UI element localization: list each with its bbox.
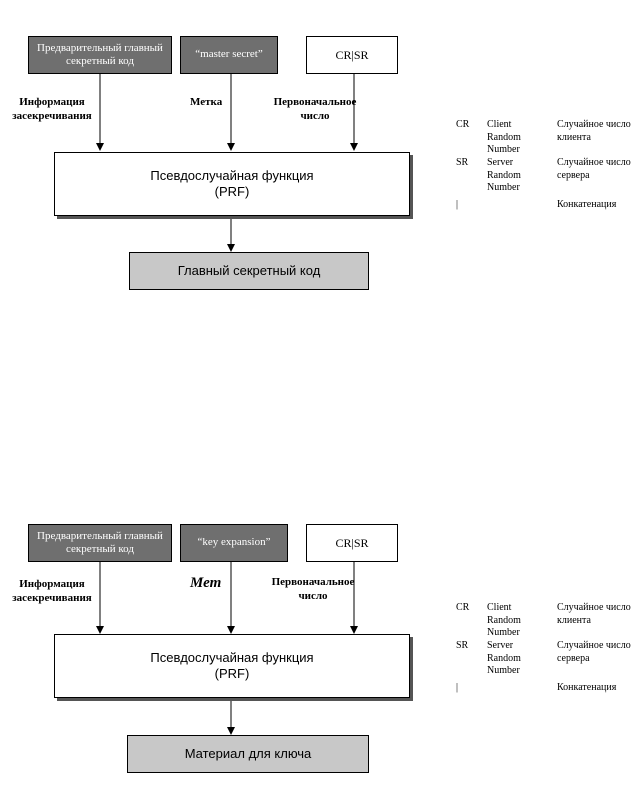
pre-master-secret-text: Предварительный главный секретный код xyxy=(37,41,163,67)
pre-master-secret-box: Предварительный главный секретный код xyxy=(28,524,172,562)
random-box: CR|SR xyxy=(306,36,398,74)
label-value-text: “master secret” xyxy=(195,48,263,61)
legend-ru: Случайное число клиента xyxy=(557,602,631,626)
legend-en: Client Random Number xyxy=(487,602,521,638)
legend-abbr: CR xyxy=(456,602,470,613)
legend-en: Server Random Number xyxy=(487,640,521,676)
label-label: Мет xyxy=(190,575,222,591)
label-label: Метка xyxy=(190,96,223,108)
prf-line1: Псевдослучайная функция xyxy=(150,650,314,666)
pre-master-secret-text: Предварительный главный секретный код xyxy=(37,529,163,555)
pre-master-secret-box: Предварительный главный секретный код xyxy=(28,36,172,74)
random-text: CR|SR xyxy=(335,535,369,550)
diagram-key-expansion: Предварительный главный секретный код “k… xyxy=(0,490,642,790)
legend-abbr: | xyxy=(456,199,459,210)
legend-ru: Случайное число клиента xyxy=(557,119,631,143)
arrows-layer xyxy=(96,74,358,252)
legend-ru: Случайное число сервера xyxy=(557,157,631,181)
prf-box: Псевдослучайная функция (PRF) xyxy=(54,634,410,698)
legend-abbr: CR xyxy=(456,119,470,130)
arrows-layer xyxy=(96,562,358,735)
legend-en: Client Random Number xyxy=(487,119,521,155)
hash-info-label: Информация засекречивания xyxy=(12,578,92,604)
seed-label: Первоначальное число xyxy=(273,96,357,122)
prf-box: Псевдослучайная функция (PRF) xyxy=(54,152,410,216)
label-value-box: “master secret” xyxy=(180,36,278,74)
prf-line2: (PRF) xyxy=(214,666,250,681)
seed-label: Первоначальное число xyxy=(271,576,355,602)
legend-abbr: SR xyxy=(456,157,469,168)
master-secret-output-text: Главный секретный код xyxy=(177,263,321,279)
legend-abbr: SR xyxy=(456,640,469,651)
label-value-text: “key expansion” xyxy=(197,536,271,549)
random-box: CR|SR xyxy=(306,524,398,562)
prf-line2: (PRF) xyxy=(214,184,250,199)
hash-info-label: Информация засекречивания xyxy=(12,96,92,122)
key-material-output-box: Материал для ключа xyxy=(127,735,369,773)
random-text: CR|SR xyxy=(335,47,369,62)
prf-line1: Псевдослучайная функция xyxy=(150,168,314,184)
master-secret-output-box: Главный секретный код xyxy=(129,252,369,290)
legend-ru: Конкатенация xyxy=(557,682,617,693)
key-material-output-text: Материал для ключа xyxy=(184,746,312,762)
legend-en: Server Random Number xyxy=(487,157,521,193)
legend-abbr: | xyxy=(456,682,459,693)
label-value-box: “key expansion” xyxy=(180,524,288,562)
legend-ru: Случайное число сервера xyxy=(557,640,631,664)
diagram-master-secret: Предварительный главный секретный код “m… xyxy=(0,0,642,300)
legend-ru: Конкатенация xyxy=(557,199,617,210)
